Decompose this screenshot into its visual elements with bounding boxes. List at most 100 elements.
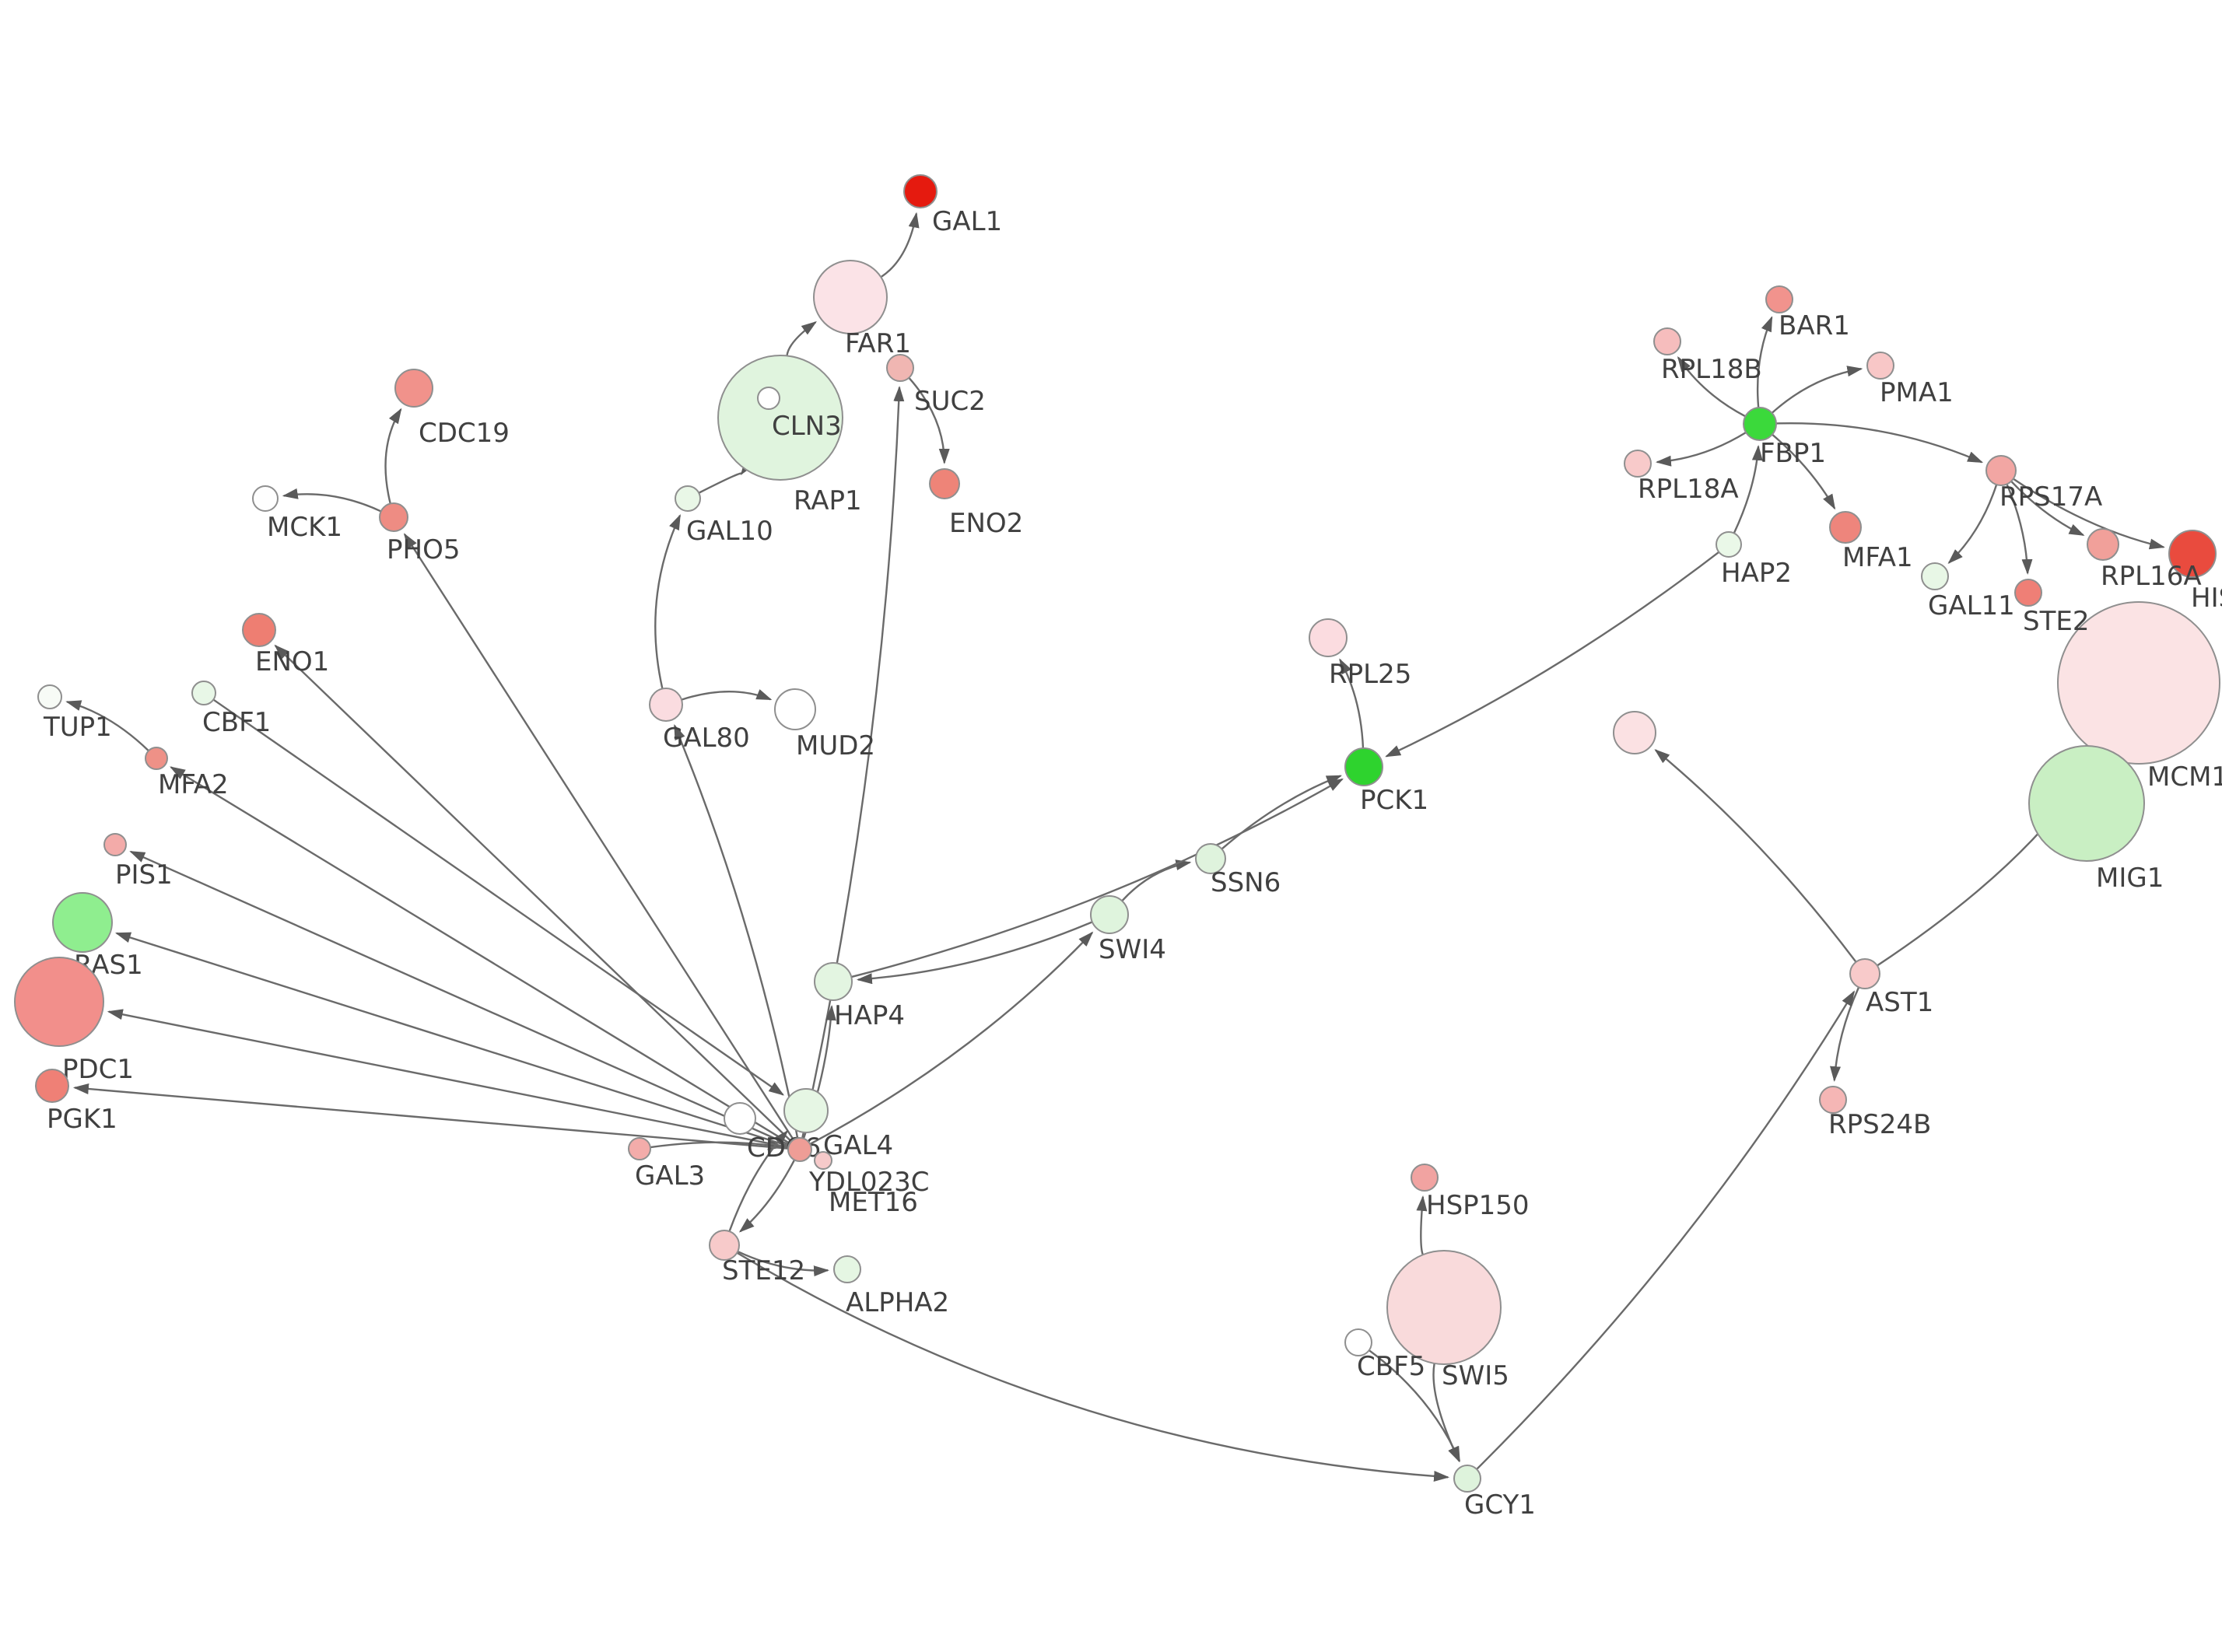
edge-RPS17A-STE2[interactable]	[2006, 484, 2033, 576]
edge-GAL4-PDC1[interactable]	[107, 1009, 789, 1149]
node-GAL80[interactable]	[649, 688, 683, 722]
node-SUC2[interactable]	[886, 354, 914, 382]
edge-PCK1-RPL25[interactable]	[1339, 658, 1365, 749]
edge-FBP1-RPL18B[interactable]	[1677, 356, 1746, 418]
node-ENO1[interactable]	[242, 613, 276, 647]
node-PHO5[interactable]	[379, 502, 408, 532]
node-SWI4[interactable]	[1090, 895, 1129, 934]
edge-GAL4-STE12[interactable]	[738, 1159, 796, 1233]
edge-GAL10-CLN3[interactable]	[698, 459, 754, 494]
node-MCK1[interactable]	[252, 485, 279, 512]
edge-HAP2-FBP1[interactable]	[1733, 444, 1763, 534]
edge-AST1-node1[interactable]	[1654, 749, 1857, 963]
edge-SWI4-SSN6[interactable]	[1121, 859, 1192, 902]
edge-PHO5-MCK1[interactable]	[282, 488, 382, 513]
node-GAL11[interactable]	[1921, 562, 1949, 590]
node-MUD2[interactable]	[774, 688, 816, 730]
edge-GCY1-AST1[interactable]	[1476, 990, 1856, 1470]
edge-GAL80-MUD2[interactable]	[681, 689, 773, 701]
node-TUP1[interactable]	[37, 684, 62, 709]
node-RPL18B[interactable]	[1653, 327, 1681, 355]
edge-SWI5-HSP150[interactable]	[1416, 1195, 1428, 1255]
edge-GAL4-MFA2[interactable]	[170, 766, 790, 1145]
edge-SWI4-HAP4[interactable]	[856, 921, 1093, 985]
edge-RPS17A-RPL16A[interactable]	[2010, 480, 2085, 537]
node-MFA2[interactable]	[145, 747, 168, 770]
edge-GAL4-RAS1[interactable]	[114, 932, 790, 1147]
node-SWI5[interactable]	[1386, 1250, 1502, 1365]
node-PCK1[interactable]	[1344, 747, 1383, 786]
node-PMA1[interactable]	[1866, 352, 1894, 380]
node-HAP2[interactable]	[1716, 531, 1742, 558]
node-SSN6[interactable]	[1195, 843, 1226, 874]
edge-STE12-GCY1[interactable]	[736, 1251, 1450, 1482]
edge-FAR1-GAL1[interactable]	[880, 212, 920, 278]
edge-GAL4-PIS1[interactable]	[129, 850, 790, 1146]
node-HAP4[interactable]	[814, 962, 853, 1001]
edge-CBF1-MET16[interactable]	[212, 698, 785, 1096]
edge-MFA2-TUP1[interactable]	[65, 700, 149, 752]
node-ALPHA2[interactable]	[833, 1255, 861, 1283]
edge-GAL4-PHO5[interactable]	[403, 533, 794, 1141]
node-CBF5[interactable]	[1344, 1328, 1372, 1356]
node-ENO2[interactable]	[929, 468, 960, 499]
node-RAS1[interactable]	[52, 892, 113, 953]
node-RPS24B[interactable]	[1819, 1086, 1847, 1114]
node-AST1[interactable]	[1849, 958, 1880, 989]
edge-GAL4-PGK1[interactable]	[72, 1083, 789, 1150]
edge-HAP4-PCK1[interactable]	[850, 778, 1344, 978]
edge-RPS17A-HIS4[interactable]	[2013, 478, 2165, 550]
node-GCY1[interactable]	[1453, 1465, 1481, 1493]
node-node1[interactable]	[1613, 711, 1656, 754]
node-label-PHO5: PHO5	[387, 534, 460, 565]
edge-GAL4-SUC2[interactable]	[801, 385, 905, 1139]
node-CDC6[interactable]	[724, 1102, 756, 1135]
node-HIS4[interactable]	[2168, 530, 2217, 578]
edge-FBP1-PMA1[interactable]	[1771, 366, 1863, 414]
edge-GAL4-SWI4[interactable]	[809, 931, 1094, 1145]
node-RPS17A[interactable]	[1985, 455, 2017, 486]
node-GAL4[interactable]	[787, 1137, 812, 1162]
edge-GAL4-ENO1[interactable]	[274, 644, 793, 1143]
node-FBP1[interactable]	[1743, 407, 1777, 441]
edge-SWI5-GCY1[interactable]	[1432, 1363, 1460, 1463]
node-CDC19[interactable]	[394, 369, 433, 408]
node-GAL1[interactable]	[903, 174, 938, 208]
node-GAL3[interactable]	[628, 1137, 651, 1160]
edge-FBP1-MFA1[interactable]	[1772, 433, 1836, 510]
node-MIG1[interactable]	[2028, 745, 2145, 862]
node-RPL18A[interactable]	[1624, 450, 1652, 478]
node-RPL25[interactable]	[1309, 618, 1348, 657]
node-CBF1[interactable]	[191, 681, 216, 705]
node-RAP1[interactable]	[757, 387, 780, 410]
node-BAR1[interactable]	[1765, 285, 1793, 313]
edge-CLN3-FAR1[interactable]	[786, 321, 818, 356]
node-GAL10[interactable]	[675, 485, 701, 512]
node-YDL023C[interactable]	[814, 1151, 832, 1170]
node-FAR1[interactable]	[813, 260, 888, 334]
edge-SUC2-ENO2[interactable]	[908, 376, 950, 464]
node-PIS1[interactable]	[103, 833, 127, 856]
edge-HAP2-PCK1[interactable]	[1385, 551, 1720, 758]
edge-FBP1-BAR1[interactable]	[1756, 316, 1773, 408]
edge-GAL80-GAL10[interactable]	[654, 513, 682, 689]
node-PGK1[interactable]	[35, 1069, 69, 1103]
node-RPL16A[interactable]	[2087, 528, 2119, 561]
node-MCM1[interactable]	[2057, 601, 2220, 765]
node-MET16[interactable]	[783, 1088, 829, 1133]
edge-GAL4-GAL80[interactable]	[673, 723, 799, 1139]
node-HSP150[interactable]	[1411, 1164, 1439, 1192]
node-CLN3[interactable]	[717, 355, 843, 481]
edge-STE12-ALPHA2[interactable]	[737, 1250, 830, 1277]
node-STE2[interactable]	[2014, 579, 2042, 607]
edge-FBP1-RPS17A[interactable]	[1775, 422, 1984, 464]
edge-STE12-MET16[interactable]	[728, 1130, 789, 1232]
edge-FBP1-RPL18A[interactable]	[1655, 431, 1747, 467]
edge-PHO5-CDC19[interactable]	[384, 408, 402, 504]
edge-AST1-RPS24B[interactable]	[1830, 986, 1860, 1083]
edge-RPS17A-GAL11[interactable]	[1947, 484, 1998, 565]
node-STE12[interactable]	[709, 1230, 740, 1261]
edge-SSN6-PCK1[interactable]	[1221, 775, 1342, 850]
node-PDC1[interactable]	[14, 957, 104, 1047]
node-MFA1[interactable]	[1829, 511, 1862, 544]
